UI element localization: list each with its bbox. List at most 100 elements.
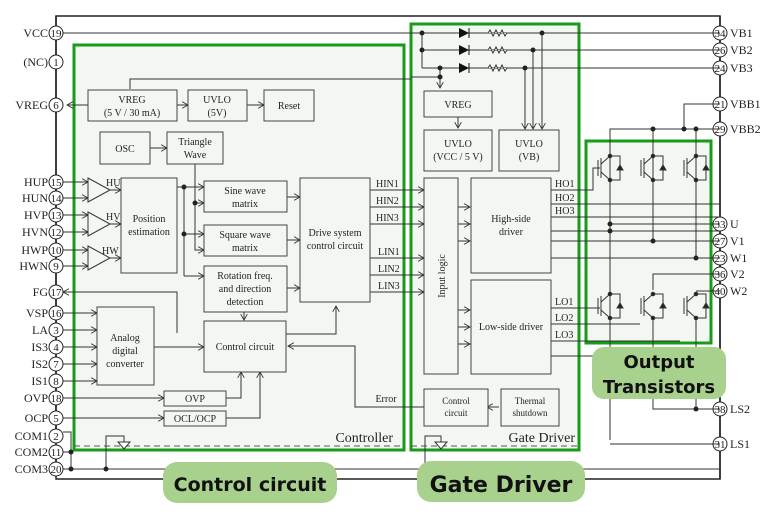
pin-name: U	[730, 217, 739, 231]
lo3-label: LO3	[555, 330, 573, 341]
pin-name: VB2	[730, 43, 753, 57]
pin-number: 11	[51, 447, 62, 459]
pin-number: 40	[715, 286, 727, 298]
ho2-label: HO2	[555, 193, 574, 204]
direction-label: and direction	[219, 284, 271, 295]
ground-icon	[433, 441, 449, 450]
triangle-wave-block	[166, 131, 224, 165]
pin-number: 7	[53, 359, 59, 371]
pin-name: V2	[730, 267, 745, 281]
adc-digital-label: digital	[112, 346, 138, 357]
triangle-label: Triangle	[178, 137, 212, 148]
ground-icon	[116, 441, 132, 450]
square-label: Square wave	[219, 230, 271, 241]
hin2-label: HIN2	[376, 196, 399, 207]
pin-number: 15	[51, 177, 63, 189]
uvlo-vb-label: UVLO	[515, 139, 543, 150]
igbt-icon	[683, 153, 710, 183]
pin-name: IS3	[31, 340, 48, 354]
pin-number: 3	[53, 325, 59, 337]
resistor-icon	[487, 28, 508, 73]
pin-number: 6	[53, 100, 59, 112]
pin-name: LS1	[730, 437, 750, 451]
drive-control-block	[299, 177, 371, 303]
output-transistors-callout	[592, 347, 726, 399]
sine-matrix-label: matrix	[232, 199, 258, 210]
pin-number: 27	[715, 236, 727, 248]
low-side-driver-block	[470, 279, 552, 375]
error-label: Error	[375, 394, 397, 405]
gd-control-label: Control	[442, 396, 470, 406]
left-pin-group: 19VCC1(NC)6VREG15HUP14HUN13HVP12HVN10HWP…	[15, 25, 64, 477]
uvlo-spec: (5V)	[208, 108, 227, 119]
igbt-icon	[597, 153, 624, 183]
control-circuit-callout-text: Control circuit	[174, 474, 327, 496]
reset-block	[263, 89, 315, 122]
igbt-group	[597, 153, 710, 321]
gd-vreg-label: VREG	[444, 100, 471, 111]
pin-name: LA	[32, 323, 48, 337]
control-circuit-callout	[163, 462, 337, 503]
pin-name: HWP	[21, 243, 48, 257]
pin-number: 26	[715, 45, 727, 57]
pin-name: VBB2	[730, 122, 761, 136]
pin-name: HUN	[22, 191, 48, 205]
ho3-label: HO3	[555, 206, 574, 217]
pin-number: 23	[715, 253, 727, 265]
pin-name: COM3	[15, 462, 48, 476]
igbt-icon	[597, 291, 624, 321]
shutdown-label: shutdown	[512, 408, 548, 418]
rotation-label: Rotation freq.	[217, 271, 273, 282]
control-circuit-label: Control circuit	[216, 342, 275, 353]
ovp-block	[163, 390, 227, 407]
pin-number: 21	[715, 99, 726, 111]
igbt-icon	[640, 291, 667, 321]
position-estimation-block	[120, 177, 178, 274]
ho1-label: HO1	[555, 179, 574, 190]
controller-label: Controller	[335, 431, 393, 446]
lin1-label: LIN1	[378, 247, 400, 258]
gate-driver-callout-text: Gate Driver	[430, 473, 573, 498]
ocl-block	[163, 410, 227, 427]
uvlo-vcc-block	[423, 129, 493, 172]
hin1-label: HIN1	[376, 179, 399, 190]
pin-name: VREG	[15, 98, 48, 112]
pin-number: 16	[51, 308, 63, 320]
control-circuit-block	[203, 320, 287, 373]
drive-label: Drive system	[308, 228, 361, 239]
adc-analog-label: Analog	[110, 333, 139, 344]
lin3-label: LIN3	[378, 281, 400, 292]
estimation-label: estimation	[128, 227, 170, 238]
input-logic-label: Input logic	[437, 254, 448, 298]
driver-label: driver	[499, 227, 524, 238]
hw-label: HW	[102, 246, 119, 257]
pin-number: 12	[51, 227, 62, 239]
high-side-label: High-side	[491, 214, 531, 225]
output-callout-text: Output	[623, 352, 694, 373]
pin-name: VCC	[23, 26, 48, 40]
square-matrix-label: matrix	[232, 243, 258, 254]
hv-label: HV	[106, 212, 121, 223]
pin-name: COM1	[15, 429, 48, 443]
gate-driver-label: Gate Driver	[509, 431, 576, 446]
pin-number: 13	[51, 210, 63, 222]
pin-number: 20	[51, 464, 63, 476]
uvlo-vcc-spec: (VCC / 5 V)	[433, 152, 483, 163]
pin-number: 9	[53, 261, 59, 273]
uvlo-vb-spec: (VB)	[519, 152, 540, 163]
pin-name: W1	[730, 251, 747, 265]
pin-number: 17	[51, 287, 63, 299]
pin-number: 34	[715, 28, 727, 40]
osc-block	[99, 131, 151, 165]
pin-name: VB3	[730, 61, 753, 75]
uvlo-block	[187, 89, 248, 122]
high-side-driver-block	[470, 177, 552, 274]
